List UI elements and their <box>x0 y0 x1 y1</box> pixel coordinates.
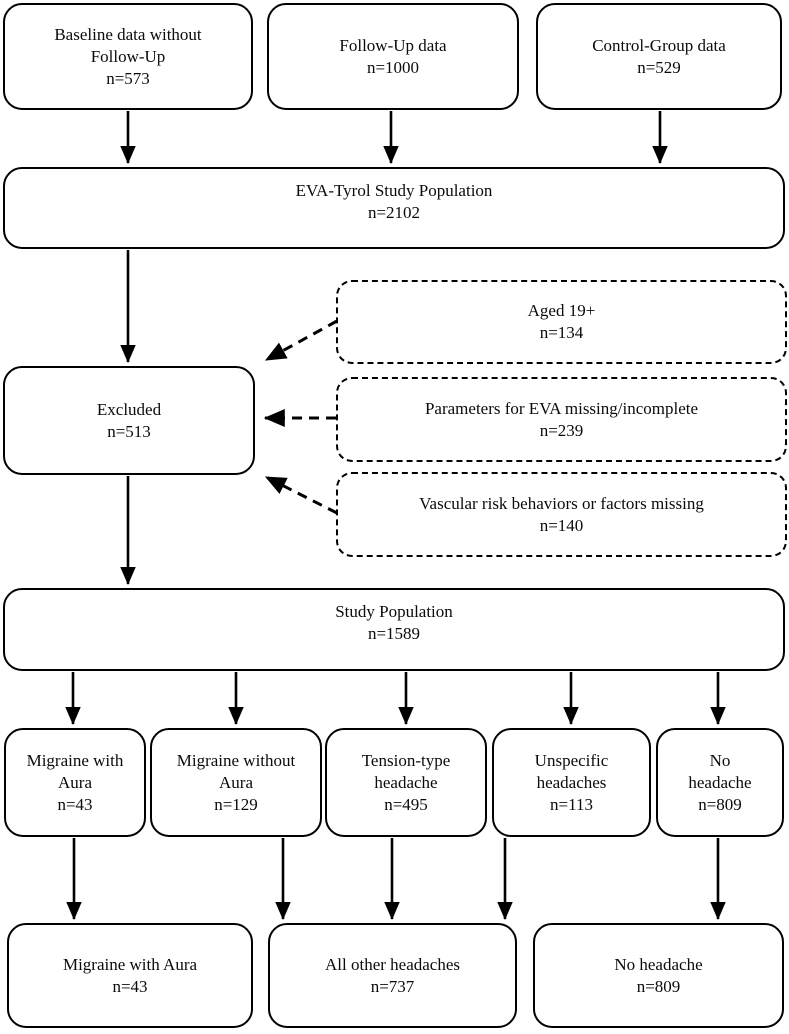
box-label: Migraine with Aura <box>26 750 124 792</box>
box-vascular-risk-missing: Vascular risk behaviors or factors missi… <box>336 472 787 557</box>
box-label: Vascular risk behaviors or factors missi… <box>419 493 704 513</box>
box-label: Migraine without Aura <box>176 750 296 792</box>
box-excluded: Excluded n=513 <box>3 366 255 475</box>
box-migraine-without-aura: Migraine without Aura n=129 <box>150 728 322 837</box>
box-parameters-missing: Parameters for EVA missing/incomplete n=… <box>336 377 787 462</box>
box-label: No headache <box>614 954 703 974</box>
box-count: n=573 <box>106 68 150 88</box>
box-count: n=239 <box>539 420 584 440</box>
box-label: Aged 19+ <box>527 301 596 320</box>
box-count: n=134 <box>539 323 584 342</box>
box-count: n=2102 <box>367 203 421 222</box>
box-final-migraine-with-aura: Migraine with Aura n=43 <box>7 923 253 1028</box>
box-count: n=737 <box>370 976 415 996</box>
box-label: Parameters for EVA missing/incomplete <box>424 398 699 418</box>
box-tension-type-headache: Tension-type headache n=495 <box>325 728 487 837</box>
box-label: Study Population <box>335 602 453 621</box>
box-final-no-headache: No headache n=809 <box>533 923 784 1028</box>
dashed-arrow-aged19-to-excluded <box>264 319 338 362</box>
box-label: Baseline data without Follow-Up <box>54 24 202 66</box>
box-label: Follow-Up data <box>339 35 447 55</box>
box-label: Unspecific headaches <box>534 750 609 792</box>
box-count: n=113 <box>550 794 593 814</box>
box-unspecific-headaches: Unspecific headaches n=113 <box>492 728 651 837</box>
box-label: EVA-Tyrol Study Population <box>295 181 493 200</box>
box-count: n=529 <box>637 57 681 77</box>
box-no-headache: No headache n=809 <box>656 728 784 837</box>
box-aged-19-plus: Aged 19+ n=134 <box>336 280 787 364</box>
box-followup-data: Follow-Up data n=1000 <box>267 3 519 110</box>
box-count: n=129 <box>214 794 258 814</box>
box-study-population: Study Population n=1589 <box>3 588 785 671</box>
box-control-group-data: Control-Group data n=529 <box>536 3 782 110</box>
box-count: n=513 <box>107 421 151 441</box>
box-label: Migraine with Aura <box>62 954 198 974</box>
box-label: No headache <box>688 750 752 792</box>
box-count: n=43 <box>57 794 93 814</box>
box-count: n=809 <box>636 976 681 996</box>
dashed-arrow-vascular-to-excluded <box>264 475 338 515</box>
box-label: All other headaches <box>325 954 460 974</box>
box-label: Tension-type headache <box>361 750 451 792</box>
box-count: n=43 <box>112 976 148 996</box>
box-all-other-headaches: All other headaches n=737 <box>268 923 517 1028</box>
box-label: Excluded <box>96 399 162 419</box>
box-eva-tyrol-population: EVA-Tyrol Study Population n=2102 <box>3 167 785 249</box>
box-count: n=809 <box>698 794 742 814</box>
box-baseline-data: Baseline data without Follow-Up n=573 <box>3 3 253 110</box>
box-migraine-with-aura: Migraine with Aura n=43 <box>4 728 146 837</box>
box-count: n=495 <box>384 794 428 814</box>
box-label: Control-Group data <box>592 35 726 55</box>
box-count: n=1000 <box>366 57 420 77</box>
box-count: n=140 <box>539 515 584 535</box>
box-count: n=1589 <box>367 624 421 643</box>
